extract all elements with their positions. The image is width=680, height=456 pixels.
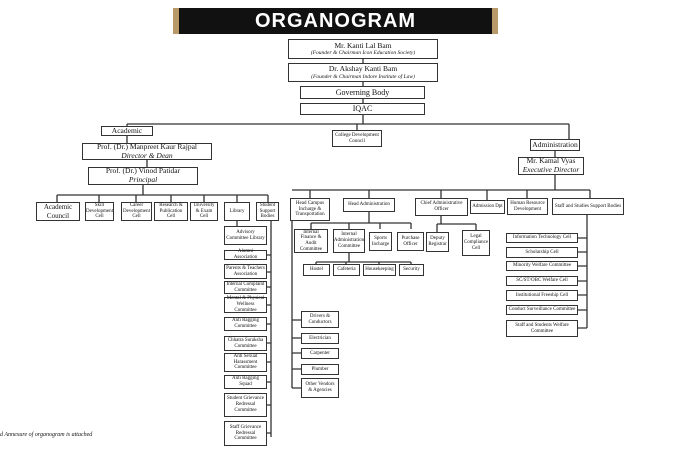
iqac-box: IQAC <box>300 103 425 115</box>
campus-child: Electrician <box>301 333 339 344</box>
cao-child: Legal Compliance Cell <box>462 230 490 256</box>
support-body: Anti Ragging Squad <box>224 375 267 389</box>
support-child: Conduct Surveillance Committee <box>506 305 578 315</box>
head-admin-child: Internal Finance & Audit Committee <box>294 229 328 253</box>
internal-admin-child: Cafeteria <box>333 264 360 276</box>
support-child: Minority Welfare Committee <box>506 261 578 271</box>
college-development-council-box: College Development Council <box>332 130 382 147</box>
academic-unit: University & Exam Cell <box>190 202 218 221</box>
admin-unit: Chief Administrative Officer <box>415 198 468 216</box>
admin-unit: Admission Dpt <box>470 200 505 214</box>
academic-unit: Research & Publication Cell <box>154 202 188 221</box>
founder-box: Mr. Kanti Lal Bam(Founder & Chairman Ico… <box>288 39 438 59</box>
head-admin-child: Internal Administration Committee <box>333 229 365 253</box>
dean-name: Prof. (Dr.) Manpreet Kaur Rajpal <box>97 141 197 151</box>
academic-box: Academic <box>101 126 153 136</box>
founder-name: Mr. Kanti Lal Bam <box>334 40 392 50</box>
campus-child: Plumber <box>301 364 339 375</box>
support-body: Internal Complaint Committee <box>224 281 267 294</box>
director-name: Mr. Kamal Vyas <box>526 156 576 166</box>
support-child: Information Technology Cell <box>506 233 578 243</box>
academic-unit: Library <box>224 202 250 221</box>
academic-unit: Student Support Bodies <box>256 202 279 221</box>
cao-child: Deputy Registrar <box>426 232 449 252</box>
dean-role: Director & Dean <box>121 150 173 160</box>
admin-unit: Head Administration <box>343 198 395 212</box>
admin-unit: Staff and Studies Support Bodies <box>552 198 624 215</box>
support-body: Advisory Committee Library <box>224 226 267 245</box>
head-admin-child: Sports Incharge <box>369 232 392 251</box>
support-body: Parents & Teachers Association <box>224 264 267 279</box>
support-child: SC/ST/OBC Welfare Cell <box>506 276 578 286</box>
support-body: Chhatra Suraksha Committee <box>224 336 267 351</box>
academic-unit: Career Development Cell <box>121 202 152 221</box>
founder2-name: Dr. Akshay Kanti Bam <box>328 64 398 74</box>
founder2-box: Dr. Akshay Kanti Bam(Founder & Chairman … <box>288 63 438 82</box>
support-body: Anti Ragging Committee <box>224 317 267 331</box>
internal-admin-child: Hostel <box>303 264 330 276</box>
support-body: Staff Grievance Redressal Committee <box>224 421 267 446</box>
support-body: Anti Sexual Harassment Committee <box>224 353 267 372</box>
campus-child: Carpenter <box>301 348 339 359</box>
campus-child: Other Vendors & Agencies <box>301 378 339 398</box>
support-child: Staff and Students Welfare Committee <box>506 320 578 337</box>
head-admin-child: Purchase Officer <box>397 232 424 251</box>
support-body: Alumni Association <box>224 249 267 260</box>
internal-admin-child: Security <box>399 264 424 276</box>
support-child: Scholarship Cell <box>506 247 578 258</box>
campus-child: Drivers & Conductors <box>301 311 339 328</box>
administration-box: Administration <box>530 139 580 151</box>
governing-body-box: Governing Body <box>300 86 425 99</box>
academic-unit: Skill Development Cell <box>85 202 114 221</box>
founder-role: (Founder & Chairman Icon Education Socie… <box>310 50 416 57</box>
footer-note: d Annexure of organogram is attached <box>0 432 93 438</box>
director-role: Executive Director <box>522 165 580 174</box>
support-body: Student Grievance Redressal Committee <box>224 393 267 417</box>
academic-unit: Academic Council <box>36 202 80 221</box>
principal-role: Principal <box>128 175 158 184</box>
admin-unit: Head Campus Incharge & Transportation <box>290 198 330 221</box>
support-body: Mental & Physical Wellness Committee <box>224 296 267 313</box>
admin-unit: Human Resource Development <box>507 198 548 215</box>
principal-name: Prof. (Dr.) Vinod Patidar <box>105 166 181 176</box>
founder2-role: (Founder & Chairman Indore Institute of … <box>311 73 415 80</box>
support-child: Institutional Freeship Cell <box>506 290 578 301</box>
page-title: ORGANOGRAM <box>173 8 498 34</box>
internal-admin-child: Housekeeping <box>363 264 396 276</box>
